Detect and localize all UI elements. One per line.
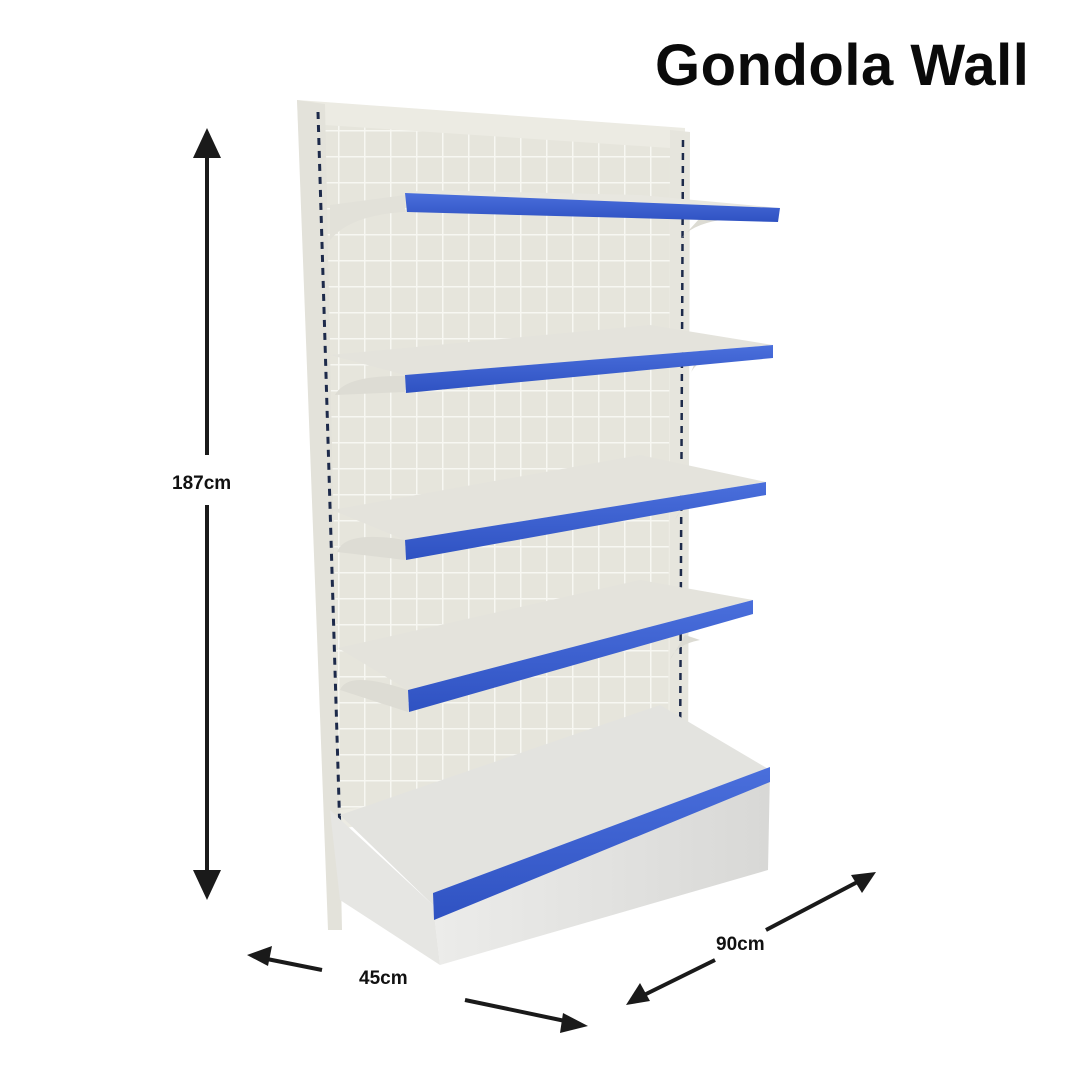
depth-label: 45cm [359, 968, 408, 989]
arrow-left-icon [247, 946, 272, 966]
width-label: 90cm [716, 934, 765, 955]
shelf-4 [338, 580, 753, 712]
page-title: Gondola Wall [655, 33, 1030, 98]
arrow-up-icon [193, 128, 221, 158]
shelf-2 [330, 325, 773, 395]
depth-dimension-arrow [247, 946, 588, 1033]
arrow-right-icon [560, 1013, 588, 1033]
shelf-3 [332, 455, 766, 560]
height-label: 187cm [170, 471, 234, 497]
arrow-down-icon [193, 870, 221, 900]
shelf-1 [330, 190, 780, 240]
base-shelf [330, 705, 770, 965]
arrow-up-right-icon [851, 872, 876, 893]
height-dimension-arrow [193, 128, 221, 900]
width-dimension-arrow [626, 872, 876, 1005]
arrow-down-left-icon [626, 983, 650, 1005]
